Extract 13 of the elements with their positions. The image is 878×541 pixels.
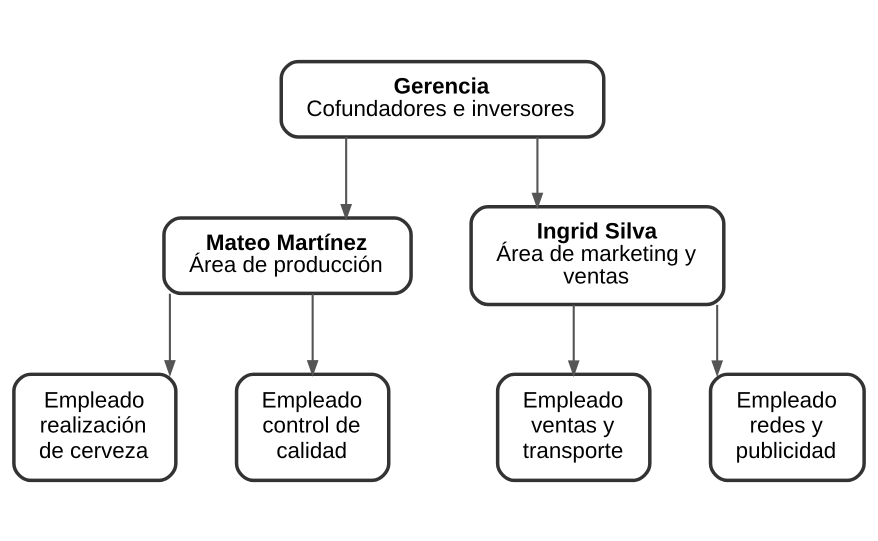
node-box: Empleado ventas y transporte bbox=[496, 372, 652, 482]
node-box: Mateo Martínez Área de producción bbox=[162, 216, 413, 295]
node-box: Empleado redes y publicidad bbox=[708, 372, 866, 482]
node-box: Empleado control de calidad bbox=[234, 372, 390, 482]
node-box: Gerencia Cofundadores e inversores bbox=[280, 59, 606, 138]
arrow bbox=[711, 304, 724, 377]
node-box: Empleado realización de cerveza bbox=[12, 372, 178, 482]
arrow bbox=[568, 304, 580, 377]
arrow bbox=[306, 293, 319, 376]
arrow bbox=[532, 136, 544, 209]
arrow bbox=[340, 136, 352, 220]
node-box: Ingrid Silva Área de marketing y ventas bbox=[469, 204, 726, 306]
arrow bbox=[164, 293, 176, 376]
